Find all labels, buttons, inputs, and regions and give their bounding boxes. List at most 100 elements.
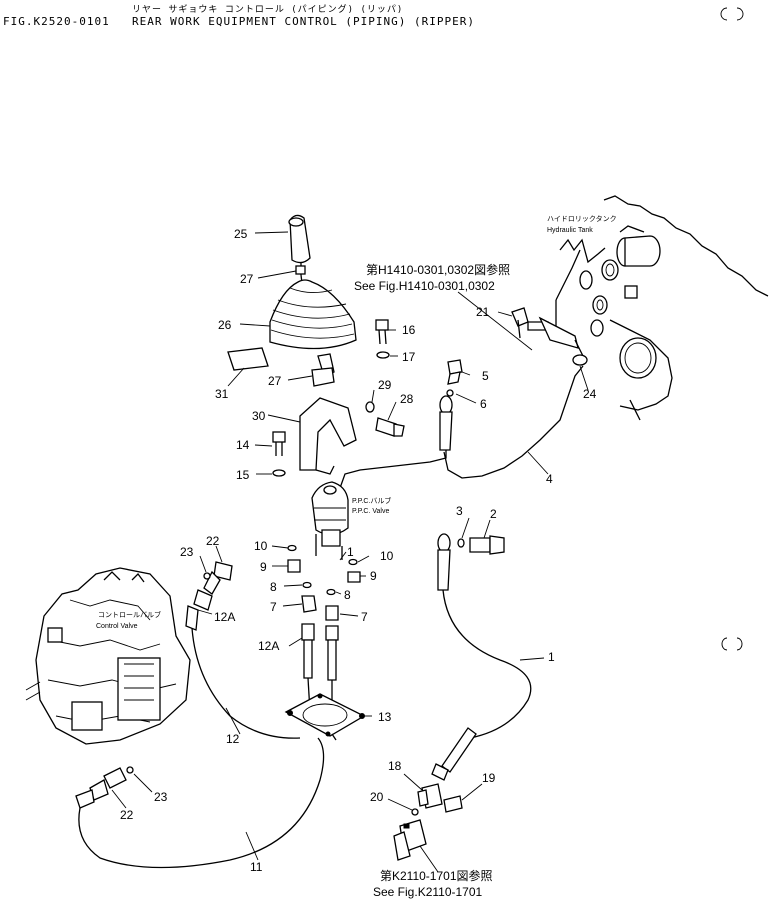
bolt-14 <box>272 431 286 456</box>
hose-11-end <box>75 789 95 809</box>
reference-k2110-en: See Fig.K2110-1701 <box>373 885 483 899</box>
callout-21: 21 <box>476 305 490 319</box>
reference-h1410-en: See Fig.H1410-0301,0302 <box>354 279 495 293</box>
hose-12 <box>191 627 301 739</box>
o-ring-23-lower <box>126 766 134 774</box>
lever-knob-25 <box>288 214 311 264</box>
bolt-16 <box>375 319 389 345</box>
plug-19 <box>443 795 463 813</box>
callout-7-right: 7 <box>361 610 368 624</box>
tee-fitting-18 <box>417 783 443 809</box>
o-ring-3 <box>457 538 465 548</box>
callout-9-left: 9 <box>260 560 267 574</box>
elbow-22-upper <box>203 561 233 595</box>
callout-23-lower: 23 <box>154 790 168 804</box>
callout-9-right: 9 <box>370 569 377 583</box>
callout-10-right: 10 <box>380 549 394 563</box>
callout-16: 16 <box>402 323 416 337</box>
callout-15: 15 <box>236 468 250 482</box>
figure-number: FIG.K2520-0101 <box>3 15 110 28</box>
callout-29: 29 <box>378 378 392 392</box>
callout-27-lower: 27 <box>268 374 282 388</box>
hydraulic-tank-label-en: Hydraulic Tank <box>547 227 593 234</box>
callout-22-upper: 22 <box>206 534 220 548</box>
callout-26: 26 <box>218 318 232 332</box>
o-ring-6 <box>446 389 454 397</box>
ppc-valve-label-jp: P.P.C.バルブ <box>352 496 391 505</box>
washer-15 <box>272 469 286 477</box>
callout-24: 24 <box>583 387 597 401</box>
control-valve <box>25 567 191 745</box>
tube-24 <box>443 339 588 479</box>
hose-12a-left <box>185 589 213 631</box>
callout-4: 4 <box>546 472 553 486</box>
callout-12a-center: 12A <box>258 639 279 653</box>
callout-18: 18 <box>388 759 402 773</box>
elbow-7-right <box>325 605 339 621</box>
callout-6: 6 <box>480 397 487 411</box>
pressure-switch <box>393 819 427 861</box>
o-ring-10-right <box>348 558 358 566</box>
bracket-30 <box>299 397 357 475</box>
callout-14: 14 <box>236 438 250 452</box>
callout-17: 17 <box>402 350 416 364</box>
washer-29 <box>365 401 375 413</box>
plug-9-left <box>287 559 301 573</box>
callout-30: 30 <box>252 409 266 423</box>
cover-plate-31 <box>227 347 269 371</box>
callout-11: 11 <box>250 860 263 874</box>
callout-27-upper: 27 <box>240 272 254 286</box>
o-ring-8-right <box>326 588 336 596</box>
washer-17 <box>376 351 390 359</box>
callout-5: 5 <box>482 369 489 383</box>
elbow-7-left <box>301 595 317 613</box>
callout-22-lower: 22 <box>120 808 134 822</box>
callout-1: 1 <box>548 650 555 664</box>
page-corner-mark <box>720 7 744 651</box>
hose-11 <box>78 737 325 869</box>
plug-2 <box>469 535 505 555</box>
clamp-27 <box>311 353 335 387</box>
callout-3: 3 <box>456 504 463 518</box>
elbow-fitting-21 <box>511 307 579 349</box>
callout-28: 28 <box>400 392 414 406</box>
o-ring-8-left <box>302 581 312 589</box>
callout-31: 31 <box>215 387 229 401</box>
callout-12: 12 <box>226 732 240 746</box>
elbow-22-lower <box>89 767 127 801</box>
reference-h1410-jp: 第H1410-0301,0302図参照 <box>366 262 510 277</box>
hydraulic-tank-label-jp: ハイドロリックタンク <box>547 214 617 223</box>
callout-20: 20 <box>370 790 384 804</box>
boot-26 <box>269 279 357 350</box>
callout-2: 2 <box>490 507 497 521</box>
hose-12a-center <box>301 534 343 713</box>
ppc-valve <box>311 481 349 547</box>
plug-9-right <box>347 571 361 583</box>
japanese-title: リヤー サギョウキ コントロール (パイピング) (リッパ) <box>132 5 404 15</box>
o-ring-10-left <box>287 544 297 552</box>
callout-numbers: 25 27 26 31 16 17 27 29 28 30 14 15 21 5… <box>120 227 597 874</box>
diagram-title: REAR WORK EQUIPMENT CONTROL (PIPING) (RI… <box>132 15 476 28</box>
bolt-28 <box>375 417 405 437</box>
callout-7-left: 7 <box>270 600 277 614</box>
o-ring-23-upper <box>203 572 211 580</box>
callout-10-left: 10 <box>254 539 268 553</box>
hose-4 <box>339 395 453 489</box>
ppc-valve-label-en: P.P.C. Valve <box>352 508 389 515</box>
leader-lines <box>111 231 589 873</box>
control-valve-label-jp: コントロールバルブ <box>98 610 161 619</box>
callout-25: 25 <box>234 227 248 241</box>
callout-8-left: 8 <box>270 580 277 594</box>
elbow-fitting-5 <box>447 359 463 385</box>
reference-k2110-jp: 第K2110-1701図参照 <box>380 868 493 883</box>
hose-1 <box>431 533 532 781</box>
callout-8-right: 8 <box>344 588 351 602</box>
o-ring-20 <box>411 808 419 816</box>
control-valve-label-en: Control Valve <box>96 623 138 630</box>
callout-1-small: 1 <box>347 545 354 559</box>
hydraulic-tank <box>555 195 769 421</box>
callout-19: 19 <box>482 771 496 785</box>
callout-12a-left: 12A <box>214 610 235 624</box>
